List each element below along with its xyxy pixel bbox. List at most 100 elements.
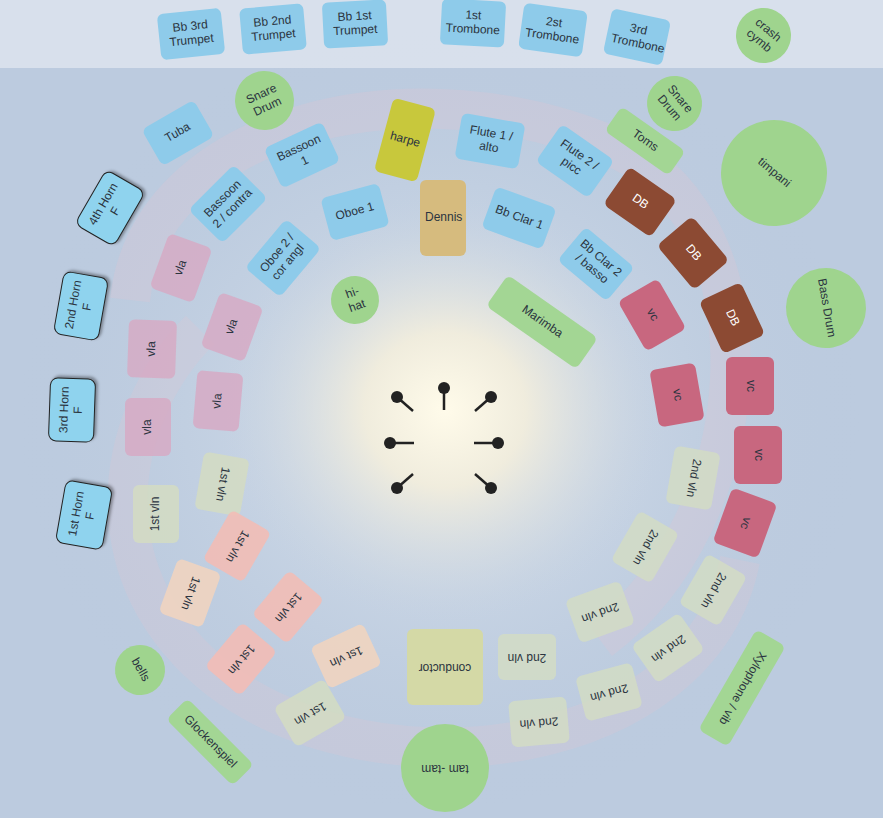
seat-label: Tuba: [163, 120, 193, 145]
seat-label: 1st vln: [212, 466, 232, 503]
seat-label: Glockenspiel: [181, 713, 239, 771]
violin-seat: 2nd vln: [665, 445, 720, 510]
wind-brass-seat: Oboe 1: [320, 183, 389, 241]
violin-seat: 1st vln: [158, 558, 221, 628]
wind-brass-seat: Flute 2 / picc: [536, 124, 615, 198]
wind-brass-seat: Bassoon 2 / contra: [188, 164, 267, 243]
seat-label: DB: [682, 242, 703, 264]
seat-label: vc: [736, 515, 753, 531]
percussion-circle: Bass Drum: [780, 262, 873, 355]
percussion-bar: Marimba: [486, 275, 598, 369]
horn-seat: 1st Horn F: [55, 479, 113, 550]
seat-label: 2nd vln: [508, 650, 547, 664]
seat-label: DB: [629, 192, 651, 213]
wind-brass-seat: Oboe 2 / cor angl: [245, 219, 321, 298]
seat-label: Bb Clar 1: [493, 203, 545, 233]
seat-label: 1st vln: [222, 528, 251, 565]
violin-seat: 2nd vln: [631, 613, 705, 684]
seat-label: Marimba: [519, 303, 565, 341]
cello-seat: vc: [726, 357, 774, 415]
seat-label: 4th Horn F: [85, 178, 136, 239]
seat-label: Snare Drum: [651, 79, 698, 127]
seat-label: Bb 3rd Trumpet: [163, 17, 220, 50]
galaxy-core: [215, 190, 675, 630]
wind-brass-seat: Bb 1st Trumpet: [322, 0, 388, 49]
seat-label: Bassoon 2 / contra: [199, 175, 257, 233]
seat-label: vc: [751, 449, 765, 461]
cello-seat: vc: [734, 426, 782, 484]
seat-label: 2nd vln: [697, 570, 728, 610]
spiral-arm: [128, 330, 741, 748]
cello-seat: vc: [713, 488, 778, 559]
seat-label: 2nd vln: [519, 713, 559, 730]
viola-seat: vla: [127, 319, 177, 379]
seat-label: Toms: [629, 127, 660, 155]
wind-brass-seat: 1st Trombone: [440, 0, 506, 48]
seat-label: 2nd vln: [648, 631, 688, 665]
wind-brass-seat: 3rd Trombone: [603, 8, 671, 65]
viola-seat: vla: [200, 292, 263, 362]
violin-seat: 2nd vln: [611, 510, 680, 583]
viola-seat: vla: [193, 370, 244, 432]
seat-label: 2nd vln: [629, 527, 660, 567]
percussion-circle: tam -tam: [401, 724, 489, 812]
violin-seat: 2nd vln: [575, 662, 643, 721]
cello-seat: vc: [618, 278, 687, 351]
horn-seat: 2nd Horn F: [53, 270, 109, 341]
wind-brass-seat: 2st Trombone: [518, 3, 588, 57]
seat-label: vla: [145, 341, 159, 357]
violin-seat: 2nd vln: [498, 634, 556, 680]
seat-label: conductor: [419, 660, 472, 674]
wind-brass-seat: Bb Clar 2 / basso: [557, 227, 634, 302]
seat-label: 2nd vln: [579, 599, 620, 625]
seat-label: vla: [172, 258, 190, 277]
percussion-circle: hi-hat: [324, 269, 386, 331]
seat-label: vc: [669, 388, 685, 402]
percussion-bar: Xylophone / vib: [698, 629, 785, 746]
violin-seat: 1st vln: [133, 485, 179, 543]
violin-seat: 2nd vln: [565, 580, 635, 643]
seat-label: 2nd vln: [683, 458, 703, 499]
violin-seat: 1st vln: [194, 451, 249, 516]
seat-label: Flute 1 / alto: [461, 123, 519, 160]
seat-label: 2nd vln: [589, 680, 630, 703]
bass-seat: DB: [603, 167, 677, 238]
wind-brass-seat: Flute 1 / alto: [454, 113, 525, 169]
soloist-seat: Dennis: [420, 180, 466, 256]
violin-seat: 1st vln: [273, 679, 346, 748]
seat-label: 3rd Horn F: [57, 383, 86, 438]
percussion-circle: bells: [106, 636, 174, 704]
seat-label: 1st vln: [178, 574, 203, 611]
galaxy-halo: [20, 30, 860, 810]
seat-label: 1st vln: [225, 641, 258, 676]
seat-label: Snare Drum: [238, 78, 290, 122]
conductor-dots: [384, 382, 504, 494]
cello-seat: vc: [649, 362, 704, 427]
bass-seat: DB: [657, 216, 730, 290]
seat-label: Bb Clar 2 / basso: [566, 236, 625, 292]
violin-seat: 1st vln: [252, 570, 325, 644]
percussion-circle: Snare Drum: [225, 61, 303, 139]
seat-label: 1st vln: [292, 698, 329, 727]
violin-seat: 1st vln: [310, 623, 382, 689]
seat-label: 1st Trombone: [445, 8, 500, 38]
seat-label: 1st Horn F: [66, 486, 103, 544]
viola-seat: vla: [149, 233, 212, 303]
seat-label: crash cymb: [739, 12, 787, 59]
seat-label: 1st vln: [149, 497, 163, 532]
wind-brass-seat: Bb Clar 1: [481, 186, 556, 249]
seat-label: 2st Trombone: [524, 13, 581, 48]
wind-brass-seat: Bb 2nd Trumpet: [239, 3, 307, 54]
horn-seat: 4th Horn F: [74, 169, 146, 247]
seat-label: Bassoon 1: [272, 131, 333, 179]
spiral-arm: [130, 109, 730, 640]
seat-label: 1st vln: [327, 642, 364, 669]
harp-seat: harpe: [374, 98, 436, 183]
seat-label: vla: [141, 419, 155, 434]
viola-seat: vla: [125, 398, 171, 456]
percussion-circle: timpani: [699, 98, 848, 247]
wind-brass-seat: Bb 3rd Trumpet: [157, 8, 225, 60]
seat-label: DB: [722, 308, 742, 329]
